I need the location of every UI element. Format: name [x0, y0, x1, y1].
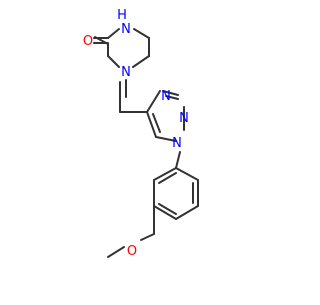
atom-label-n: N: [179, 111, 189, 126]
bonds: [93, 28, 199, 258]
bond: [158, 203, 177, 215]
bond: [107, 28, 120, 39]
bond: [146, 111, 157, 138]
bond: [152, 113, 161, 133]
atom-label-o: O: [127, 244, 137, 259]
bond: [133, 28, 150, 39]
bond: [146, 90, 161, 113]
bond: [153, 205, 177, 220]
atom-label-n: N: [172, 136, 182, 151]
atom-label-h: H: [117, 8, 127, 23]
molecule-diagram: H N O N N N N O: [83, 8, 199, 259]
bond: [175, 167, 199, 181]
bond: [107, 55, 120, 68]
atom-label-n: N: [121, 65, 131, 80]
molecule-structure: H N O N N N N O: [83, 8, 199, 259]
bond: [162, 90, 179, 96]
bond: [175, 151, 181, 169]
bond: [140, 233, 155, 241]
bond: [155, 136, 177, 142]
bond: [175, 205, 199, 220]
atom-label-n: N: [161, 89, 171, 104]
atom-label-o: O: [83, 34, 93, 49]
bond: [158, 172, 177, 184]
atom-labels: H N O N N N N O: [83, 8, 189, 259]
atom-label-n: N: [121, 22, 131, 37]
bond: [153, 167, 177, 181]
bond: [132, 55, 150, 68]
bond: [107, 246, 125, 258]
bond: [165, 95, 179, 100]
